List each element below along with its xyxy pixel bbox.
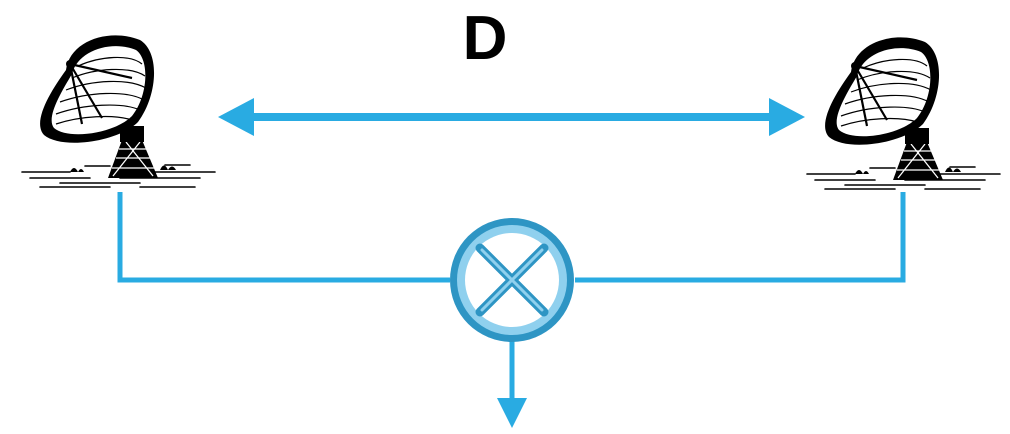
satellite-dish-icon bbox=[20, 34, 217, 189]
output-arrowhead bbox=[497, 398, 527, 428]
left-antenna bbox=[20, 34, 217, 189]
baseline-label: D bbox=[462, 4, 508, 73]
satellite-dish-icon bbox=[805, 36, 1002, 191]
right-antenna bbox=[805, 36, 1002, 191]
signal-wires bbox=[117, 192, 906, 400]
baseline-arrow bbox=[218, 98, 805, 136]
multiplier-icon bbox=[450, 218, 574, 342]
